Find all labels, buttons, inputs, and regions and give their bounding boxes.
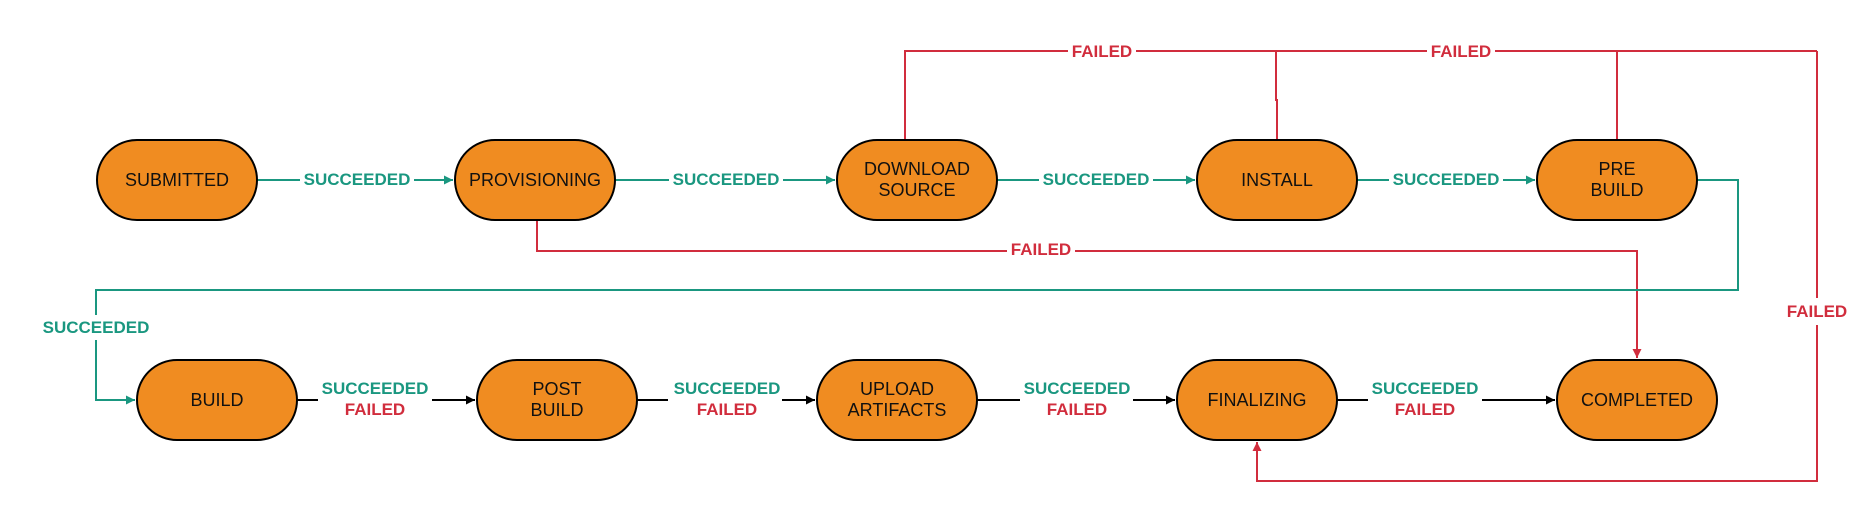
node-pre-build-label-1: PRE [1598, 159, 1635, 179]
label-finalizing-failed: FAILED [1395, 400, 1455, 419]
node-finalizing-label: FINALIZING [1207, 390, 1306, 410]
label-submitted-succeeded: SUCCEEDED [304, 170, 411, 189]
node-install[interactable]: INSTALL [1196, 139, 1358, 221]
label-download-succeeded: SUCCEEDED [1043, 170, 1150, 189]
label-provisioning-succeeded: SUCCEEDED [673, 170, 780, 189]
node-post-build[interactable]: POST BUILD [476, 359, 638, 441]
label-backgrounds [300, 40, 1503, 262]
label-build-failed: FAILED [345, 400, 405, 419]
label-upload-succeeded: SUCCEEDED [1024, 379, 1131, 398]
label-finalizing-succeeded: SUCCEEDED [1372, 379, 1479, 398]
failure-connectors [536, 50, 1818, 482]
node-upload-artifacts-label-1: UPLOAD [860, 379, 934, 399]
label-postbuild-failed: FAILED [697, 400, 757, 419]
node-download-source[interactable]: DOWNLOAD SOURCE [836, 139, 998, 221]
edge-labels: SUCCEEDED SUCCEEDED SUCCEEDED SUCCEEDED … [43, 42, 1848, 419]
label-right-failed: FAILED [1787, 302, 1847, 321]
node-download-source-label-2: SOURCE [878, 180, 955, 200]
node-pre-build[interactable]: PRE BUILD [1536, 139, 1698, 221]
node-completed[interactable]: COMPLETED [1556, 359, 1718, 441]
node-build[interactable]: BUILD [136, 359, 298, 441]
node-provisioning[interactable]: PROVISIONING [454, 139, 616, 221]
edge-install-failed [1275, 51, 1278, 140]
node-finalizing[interactable]: FINALIZING [1176, 359, 1338, 441]
node-post-build-label-2: BUILD [530, 400, 583, 420]
nodes: SUBMITTED PROVISIONING DOWNLOAD SOURCE I… [96, 139, 1718, 441]
edge-provisioning-failed [536, 220, 1642, 358]
node-submitted[interactable]: SUBMITTED [96, 139, 258, 221]
node-post-build-label-1: POST [532, 379, 581, 399]
edge-right-failed-trunk [1257, 51, 1818, 482]
label-install-succeeded: SUCCEEDED [1393, 170, 1500, 189]
node-build-label: BUILD [190, 390, 243, 410]
label-provisioning-failed: FAILED [1011, 240, 1071, 259]
label-upload-failed: FAILED [1047, 400, 1107, 419]
label-install-failed: FAILED [1431, 42, 1491, 61]
node-upload-artifacts[interactable]: UPLOAD ARTIFACTS [816, 359, 978, 441]
edge-prebuild-build [95, 179, 1739, 400]
node-completed-label: COMPLETED [1581, 390, 1693, 410]
node-submitted-label: SUBMITTED [125, 170, 229, 190]
edge-download-source-failed [904, 50, 1817, 140]
label-download-failed: FAILED [1072, 42, 1132, 61]
node-upload-artifacts-label-2: ARTIFACTS [848, 400, 947, 420]
node-install-label: INSTALL [1241, 170, 1313, 190]
node-download-source-label-1: DOWNLOAD [864, 159, 970, 179]
node-pre-build-label-2: BUILD [1590, 180, 1643, 200]
label-build-succeeded: SUCCEEDED [322, 379, 429, 398]
label-postbuild-succeeded: SUCCEEDED [674, 379, 781, 398]
label-prebuild-succeeded: SUCCEEDED [43, 318, 150, 337]
node-provisioning-label: PROVISIONING [469, 170, 601, 190]
